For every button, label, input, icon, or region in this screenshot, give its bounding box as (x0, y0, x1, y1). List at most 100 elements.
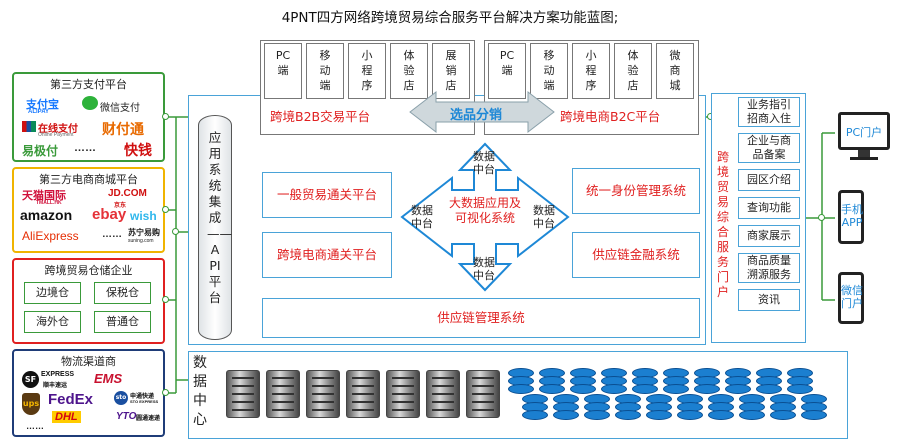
payment-panel-title: 第三方支付平台 (50, 78, 127, 91)
portal-item[interactable]: 商品质量溯源服务 (738, 253, 800, 283)
yto-cn-logo: 圆通速递 (136, 416, 161, 422)
pc-monitor-icon (838, 112, 890, 150)
connector-dot (162, 296, 169, 303)
suning-en-logo: suning.com (128, 238, 154, 244)
data-hub-bottom: 数据中台 (473, 256, 495, 282)
ellipsis-text: …… (74, 142, 96, 154)
portal-item[interactable]: 园区介绍 (738, 169, 800, 191)
portal-item[interactable]: 查询功能 (738, 197, 800, 219)
b2b-platform: 跨境B2B交易平台 (270, 109, 371, 124)
warehouse-panel: 跨境贸易仓储企业 边境仓 保税仓 海外仓 普通仓 (12, 258, 165, 344)
center-label: 大数据应用及可视化系统 (448, 196, 521, 225)
alipay-logo: 支付宝 (26, 99, 59, 111)
database-icon (677, 394, 703, 424)
api-platform (198, 115, 232, 340)
sf-icon: SF (22, 371, 39, 388)
database-icon (801, 394, 827, 424)
b2b-item: 体验店 (390, 43, 428, 99)
database-icon (601, 368, 627, 398)
data-hub-left: 数据中台 (411, 204, 433, 230)
sto-cn-logo: 申通快递 (130, 394, 155, 400)
b2c-item: 微商城 (656, 43, 694, 99)
warehouse-bonded: 保税仓 (94, 282, 151, 304)
sf-logo: EXPRESS (41, 371, 75, 378)
database-icon (570, 368, 596, 398)
b2c-platform: 跨境电商B2C平台 (560, 109, 661, 124)
tmall-en-logo: TMALL.HK (36, 200, 62, 206)
database-icon (646, 394, 672, 424)
database-icon (663, 368, 689, 398)
warehouse-normal: 普通仓 (94, 311, 151, 333)
tmall-logo: 天猫国际 (22, 190, 66, 202)
database-icon (522, 394, 548, 424)
wechat-phone-icon (838, 272, 864, 324)
wechat-portal-label: 微信门户 (841, 284, 863, 310)
database-icon (584, 394, 610, 424)
mobile-app-label: 手机APP (841, 203, 863, 229)
database-icon (756, 368, 782, 398)
b2b-item: 移动端 (306, 43, 344, 99)
database-icon (787, 368, 813, 398)
identity-system: 统一身份管理系统 (572, 168, 700, 214)
warehouse-overseas: 海外仓 (24, 311, 81, 333)
b2b-item: 展销店 (432, 43, 470, 99)
portal-item[interactable]: 企业与商品备案 (738, 133, 800, 163)
portal-title: 跨境贸易综合服务门户 (716, 150, 729, 299)
database-icon (725, 368, 751, 398)
sto-icon: sto (114, 391, 128, 405)
99bill-logo: 快钱 (124, 142, 152, 158)
phone-icon (838, 190, 864, 244)
pc-portal-label: PC门户 (845, 126, 883, 139)
dhl-logo: DHL (52, 411, 81, 423)
database-icon (694, 368, 720, 398)
database-icon (708, 394, 734, 424)
ups-icon: ups (22, 393, 40, 415)
connector-dot (818, 214, 825, 221)
ems-logo: EMS (94, 371, 123, 386)
b2b-item: 小程序 (348, 43, 386, 99)
database-icon (553, 394, 579, 424)
database-icon (508, 368, 534, 398)
warehouse-panel-title: 跨境贸易仓储企业 (44, 264, 133, 277)
data-hub-top: 数据中台 (473, 150, 495, 176)
server-icon (426, 370, 460, 418)
amazon-logo: amazon (20, 207, 73, 223)
b2c-item: PC端 (488, 43, 526, 99)
portal-item[interactable]: 业务指引招商入住 (738, 97, 800, 127)
portal-item[interactable]: 资讯 (738, 289, 800, 311)
ebay-logo: ebay (92, 206, 127, 223)
portal-item[interactable]: 商家展示 (738, 225, 800, 247)
supply-chain-system: 供应链管理系统 (262, 298, 700, 338)
double-arrow (409, 90, 555, 134)
selection-label: 选品分销 (450, 108, 503, 123)
pc-stand-icon (858, 150, 870, 157)
online-pay-en-logo: Online Payment (38, 132, 74, 138)
api-platform-label: 应用系统集成——API平台 (207, 130, 232, 305)
connector-dot (162, 206, 169, 213)
alipay-en-logo: ALIPAY (28, 109, 50, 115)
connector-dot (162, 113, 169, 120)
database-icon (632, 368, 658, 398)
b2c-item: 体验店 (614, 43, 652, 99)
ellipsis-text: …… (26, 421, 44, 431)
finance-system: 供应链金融系统 (572, 232, 700, 278)
server-icon (386, 370, 420, 418)
server-icon (266, 370, 300, 418)
database-icon (539, 368, 565, 398)
online-pay-logo: 在线支付 (38, 124, 78, 135)
tenpay-logo: 财付通 (102, 121, 144, 137)
suning-logo: 苏宁易购 (128, 228, 160, 237)
logistics-panel: 物流渠道商 SF EXPRESS 顺丰速运 EMS ups FedEx DHL … (12, 349, 165, 437)
jd-logo: JD.COM (108, 188, 147, 199)
center-cross-arrow (400, 142, 570, 292)
sto-en-logo: STO EXPRESS (130, 399, 159, 404)
server-icon (346, 370, 380, 418)
database-icon (770, 394, 796, 424)
database-icon (615, 394, 641, 424)
yijifu-logo: 易极付 (22, 144, 59, 158)
warehouse-border: 边境仓 (24, 282, 81, 304)
data-center-label: 数据中心 (193, 355, 207, 428)
pc-base-icon (850, 157, 878, 160)
wish-logo: wish (130, 209, 157, 223)
yto-logo: YTO (116, 411, 137, 422)
